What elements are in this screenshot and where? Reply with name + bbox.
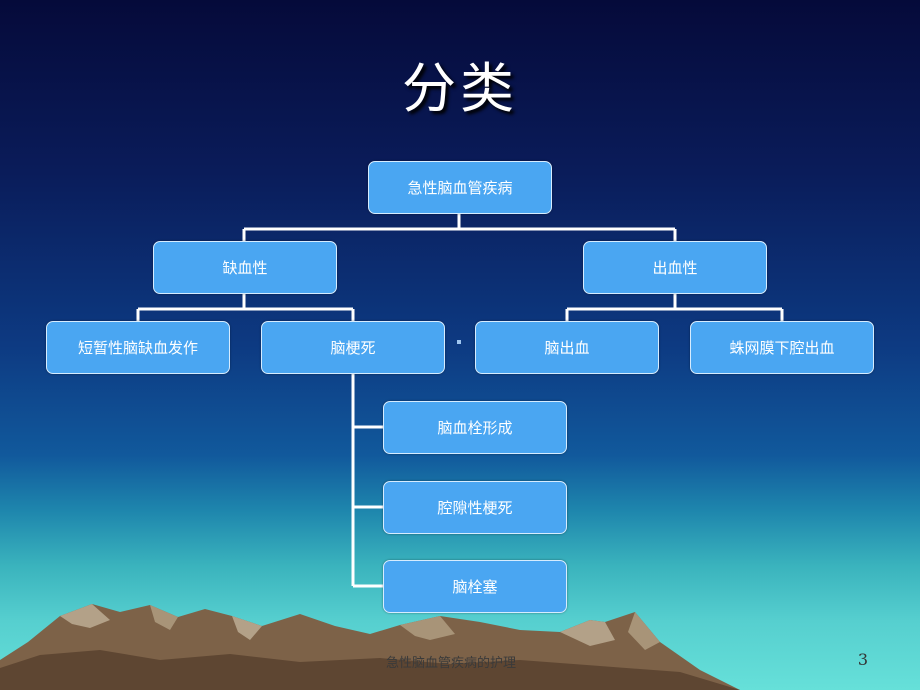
node-embolism: 脑栓塞 <box>383 560 567 613</box>
node-embolism-label: 脑栓塞 <box>452 578 498 596</box>
node-hemorrhagic-label: 出血性 <box>652 259 698 277</box>
node-ich: 脑出血 <box>475 321 659 374</box>
node-sah-label: 蛛网膜下腔出血 <box>729 339 835 357</box>
footer-text: 急性脑血管疾病的护理 <box>386 656 517 671</box>
node-hemorrhagic: 出血性 <box>583 241 767 294</box>
bullet-marker <box>457 340 461 344</box>
node-lacunar: 腔隙性梗死 <box>383 481 567 534</box>
node-lacunar-label: 腔隙性梗死 <box>437 499 513 517</box>
page-number: 3 <box>857 650 868 669</box>
node-infarction-label: 脑梗死 <box>330 339 376 357</box>
node-infarction: 脑梗死 <box>261 321 445 374</box>
node-ich-label: 脑出血 <box>544 339 590 357</box>
node-tia: 短暂性脑缺血发作 <box>46 321 230 374</box>
node-thrombosis: 脑血栓形成 <box>383 401 567 454</box>
node-tia-label: 短暂性脑缺血发作 <box>77 339 198 357</box>
node-root-label: 急性脑血管疾病 <box>407 179 513 197</box>
node-ischemic: 缺血性 <box>153 241 337 294</box>
node-thrombosis-label: 脑血栓形成 <box>437 419 513 437</box>
node-sah: 蛛网膜下腔出血 <box>690 321 874 374</box>
node-root: 急性脑血管疾病 <box>368 161 552 214</box>
slide-title: 分类 <box>402 57 518 120</box>
node-ischemic-label: 缺血性 <box>222 259 268 277</box>
